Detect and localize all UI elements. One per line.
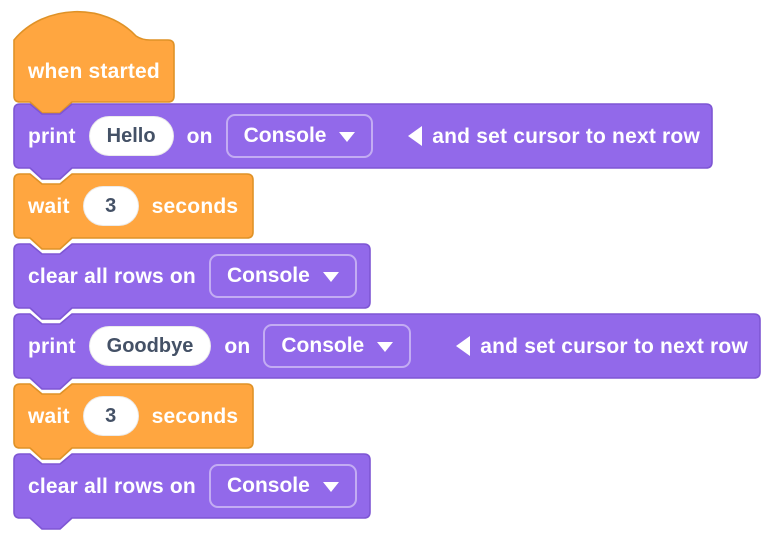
- console-dropdown[interactable]: Console: [225, 114, 374, 158]
- console-dropdown[interactable]: Console: [208, 254, 357, 298]
- block-label: print: [28, 334, 76, 358]
- dropdown-value: Console: [281, 334, 365, 357]
- block-label: wait: [28, 404, 70, 428]
- expanded-option: and set cursor to next row: [408, 126, 700, 147]
- expanded-option-label: and set cursor to next row: [432, 124, 700, 148]
- chevron-down-icon: [339, 132, 356, 142]
- console-dropdown[interactable]: Console: [263, 324, 412, 368]
- expanded-option-label: and set cursor to next row: [480, 334, 748, 358]
- console-dropdown[interactable]: Console: [208, 464, 357, 508]
- number-input-wait[interactable]: 3: [82, 186, 139, 226]
- block-print-goodbye[interactable]: print Goodbye on Console and set cursor …: [13, 313, 761, 390]
- dropdown-value: Console: [226, 264, 310, 287]
- dropdown-value: Console: [226, 474, 310, 497]
- expanded-option: and set cursor to next row: [456, 336, 748, 357]
- number-input-wait[interactable]: 3: [82, 396, 139, 436]
- block-label: on: [224, 334, 251, 358]
- collapse-arrow-icon[interactable]: [456, 336, 471, 356]
- block-wait-seconds[interactable]: wait 3 seconds: [13, 173, 254, 250]
- text-input-goodbye[interactable]: Goodbye: [88, 326, 212, 366]
- dropdown-value: Console: [243, 124, 327, 147]
- block-label: seconds: [151, 404, 239, 428]
- chevron-down-icon: [377, 342, 394, 352]
- chevron-down-icon: [322, 272, 339, 282]
- block-when-started[interactable]: when started: [13, 10, 175, 114]
- chevron-down-icon: [322, 482, 339, 492]
- block-label: seconds: [151, 194, 239, 218]
- block-label: on: [186, 124, 213, 148]
- block-wait-seconds[interactable]: wait 3 seconds: [13, 383, 254, 460]
- block-clear-all-rows[interactable]: clear all rows on Console: [13, 243, 371, 320]
- block-label: clear all rows on: [28, 474, 196, 498]
- text-input-hello[interactable]: Hello: [88, 116, 174, 156]
- block-label: wait: [28, 194, 70, 218]
- block-clear-all-rows[interactable]: clear all rows on Console: [13, 453, 371, 530]
- block-print-hello[interactable]: print Hello on Console and set cursor to…: [13, 103, 713, 180]
- block-label: clear all rows on: [28, 264, 196, 288]
- collapse-arrow-icon[interactable]: [408, 126, 423, 146]
- block-label: print: [28, 124, 76, 148]
- block-label: when started: [28, 59, 160, 83]
